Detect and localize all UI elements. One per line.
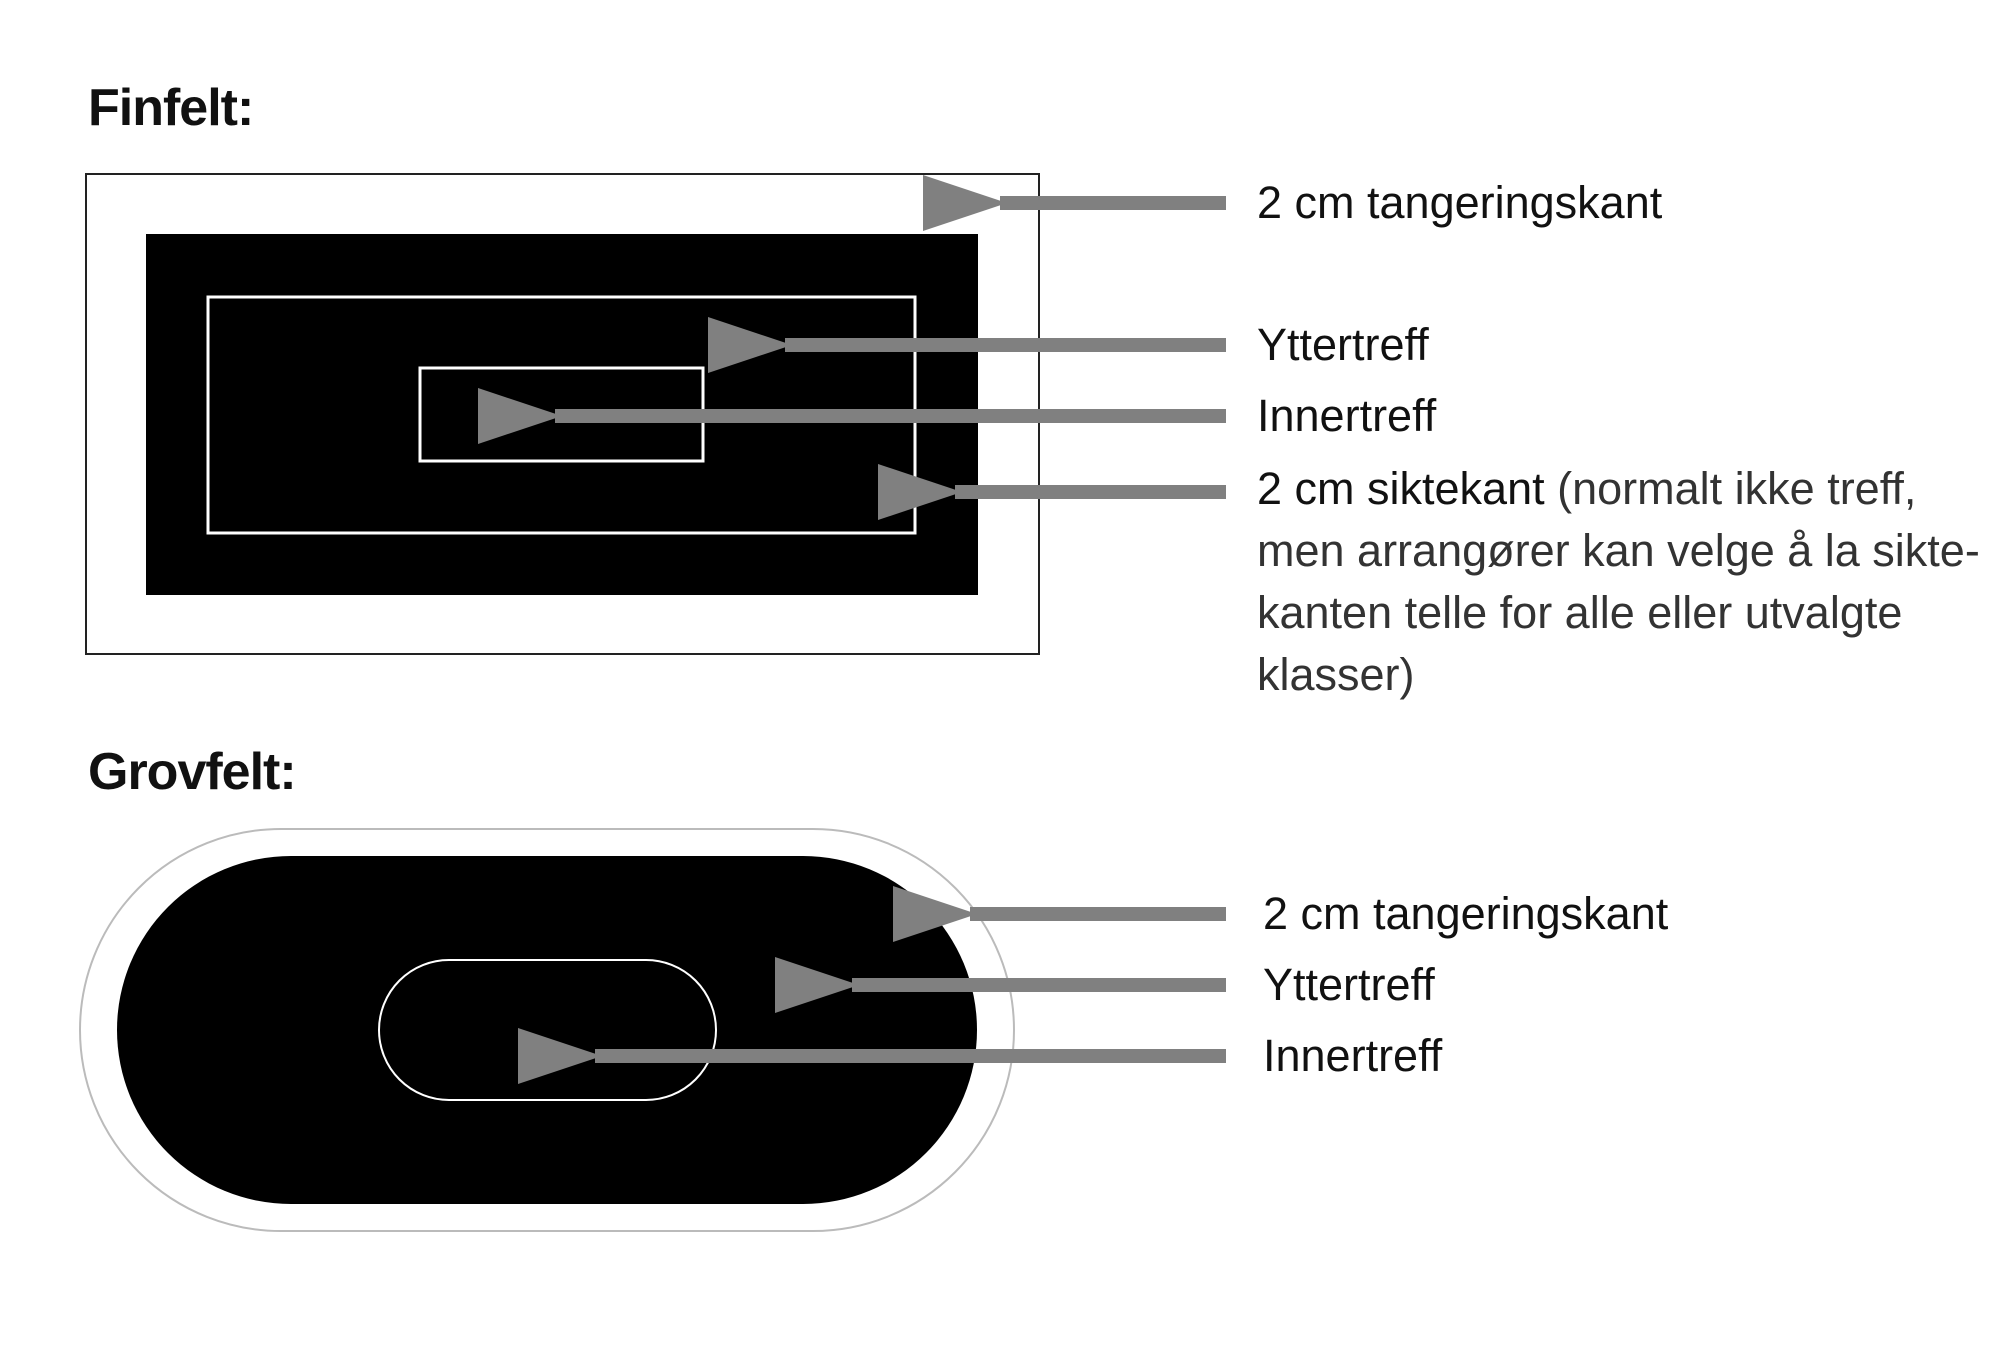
finfelt-siktekant-label: 2 cm siktekant (normalt ikke treff, xyxy=(1257,461,1916,517)
finfelt-heading: Finfelt: xyxy=(88,79,254,137)
grovfelt-arrows xyxy=(518,886,1226,1084)
grovfelt-innertreff-label: Innertreff xyxy=(1263,1030,1443,1081)
siktekant-note-line1: (normalt ikke treff, xyxy=(1557,463,1917,514)
siktekant-note-line4: klasser) xyxy=(1257,649,1415,700)
siktekant-note-line2: men arrangører kan velge å la sikte- xyxy=(1257,525,1980,576)
grovfelt-yttertreff-area xyxy=(117,856,977,1204)
grovfelt-heading: Grovfelt: xyxy=(88,743,297,801)
finfelt-arrows xyxy=(478,175,1226,520)
grovfelt-target xyxy=(79,828,1015,1232)
siktekant-title: 2 cm siktekant xyxy=(1257,463,1545,514)
siktekant-note-line3: kanten telle for alle eller utvalgte xyxy=(1257,587,1903,638)
grovfelt-tangering-label: 2 cm tangeringskant xyxy=(1263,888,1669,939)
finfelt-tangering-label: 2 cm tangeringskant xyxy=(1257,177,1663,228)
grovfelt-innertreff-outline xyxy=(378,959,717,1101)
finfelt-yttertreff-label: Yttertreff xyxy=(1257,319,1429,370)
finfelt-innertreff-label: Innertreff xyxy=(1257,390,1437,441)
grovfelt-yttertreff-label: Yttertreff xyxy=(1263,959,1435,1010)
